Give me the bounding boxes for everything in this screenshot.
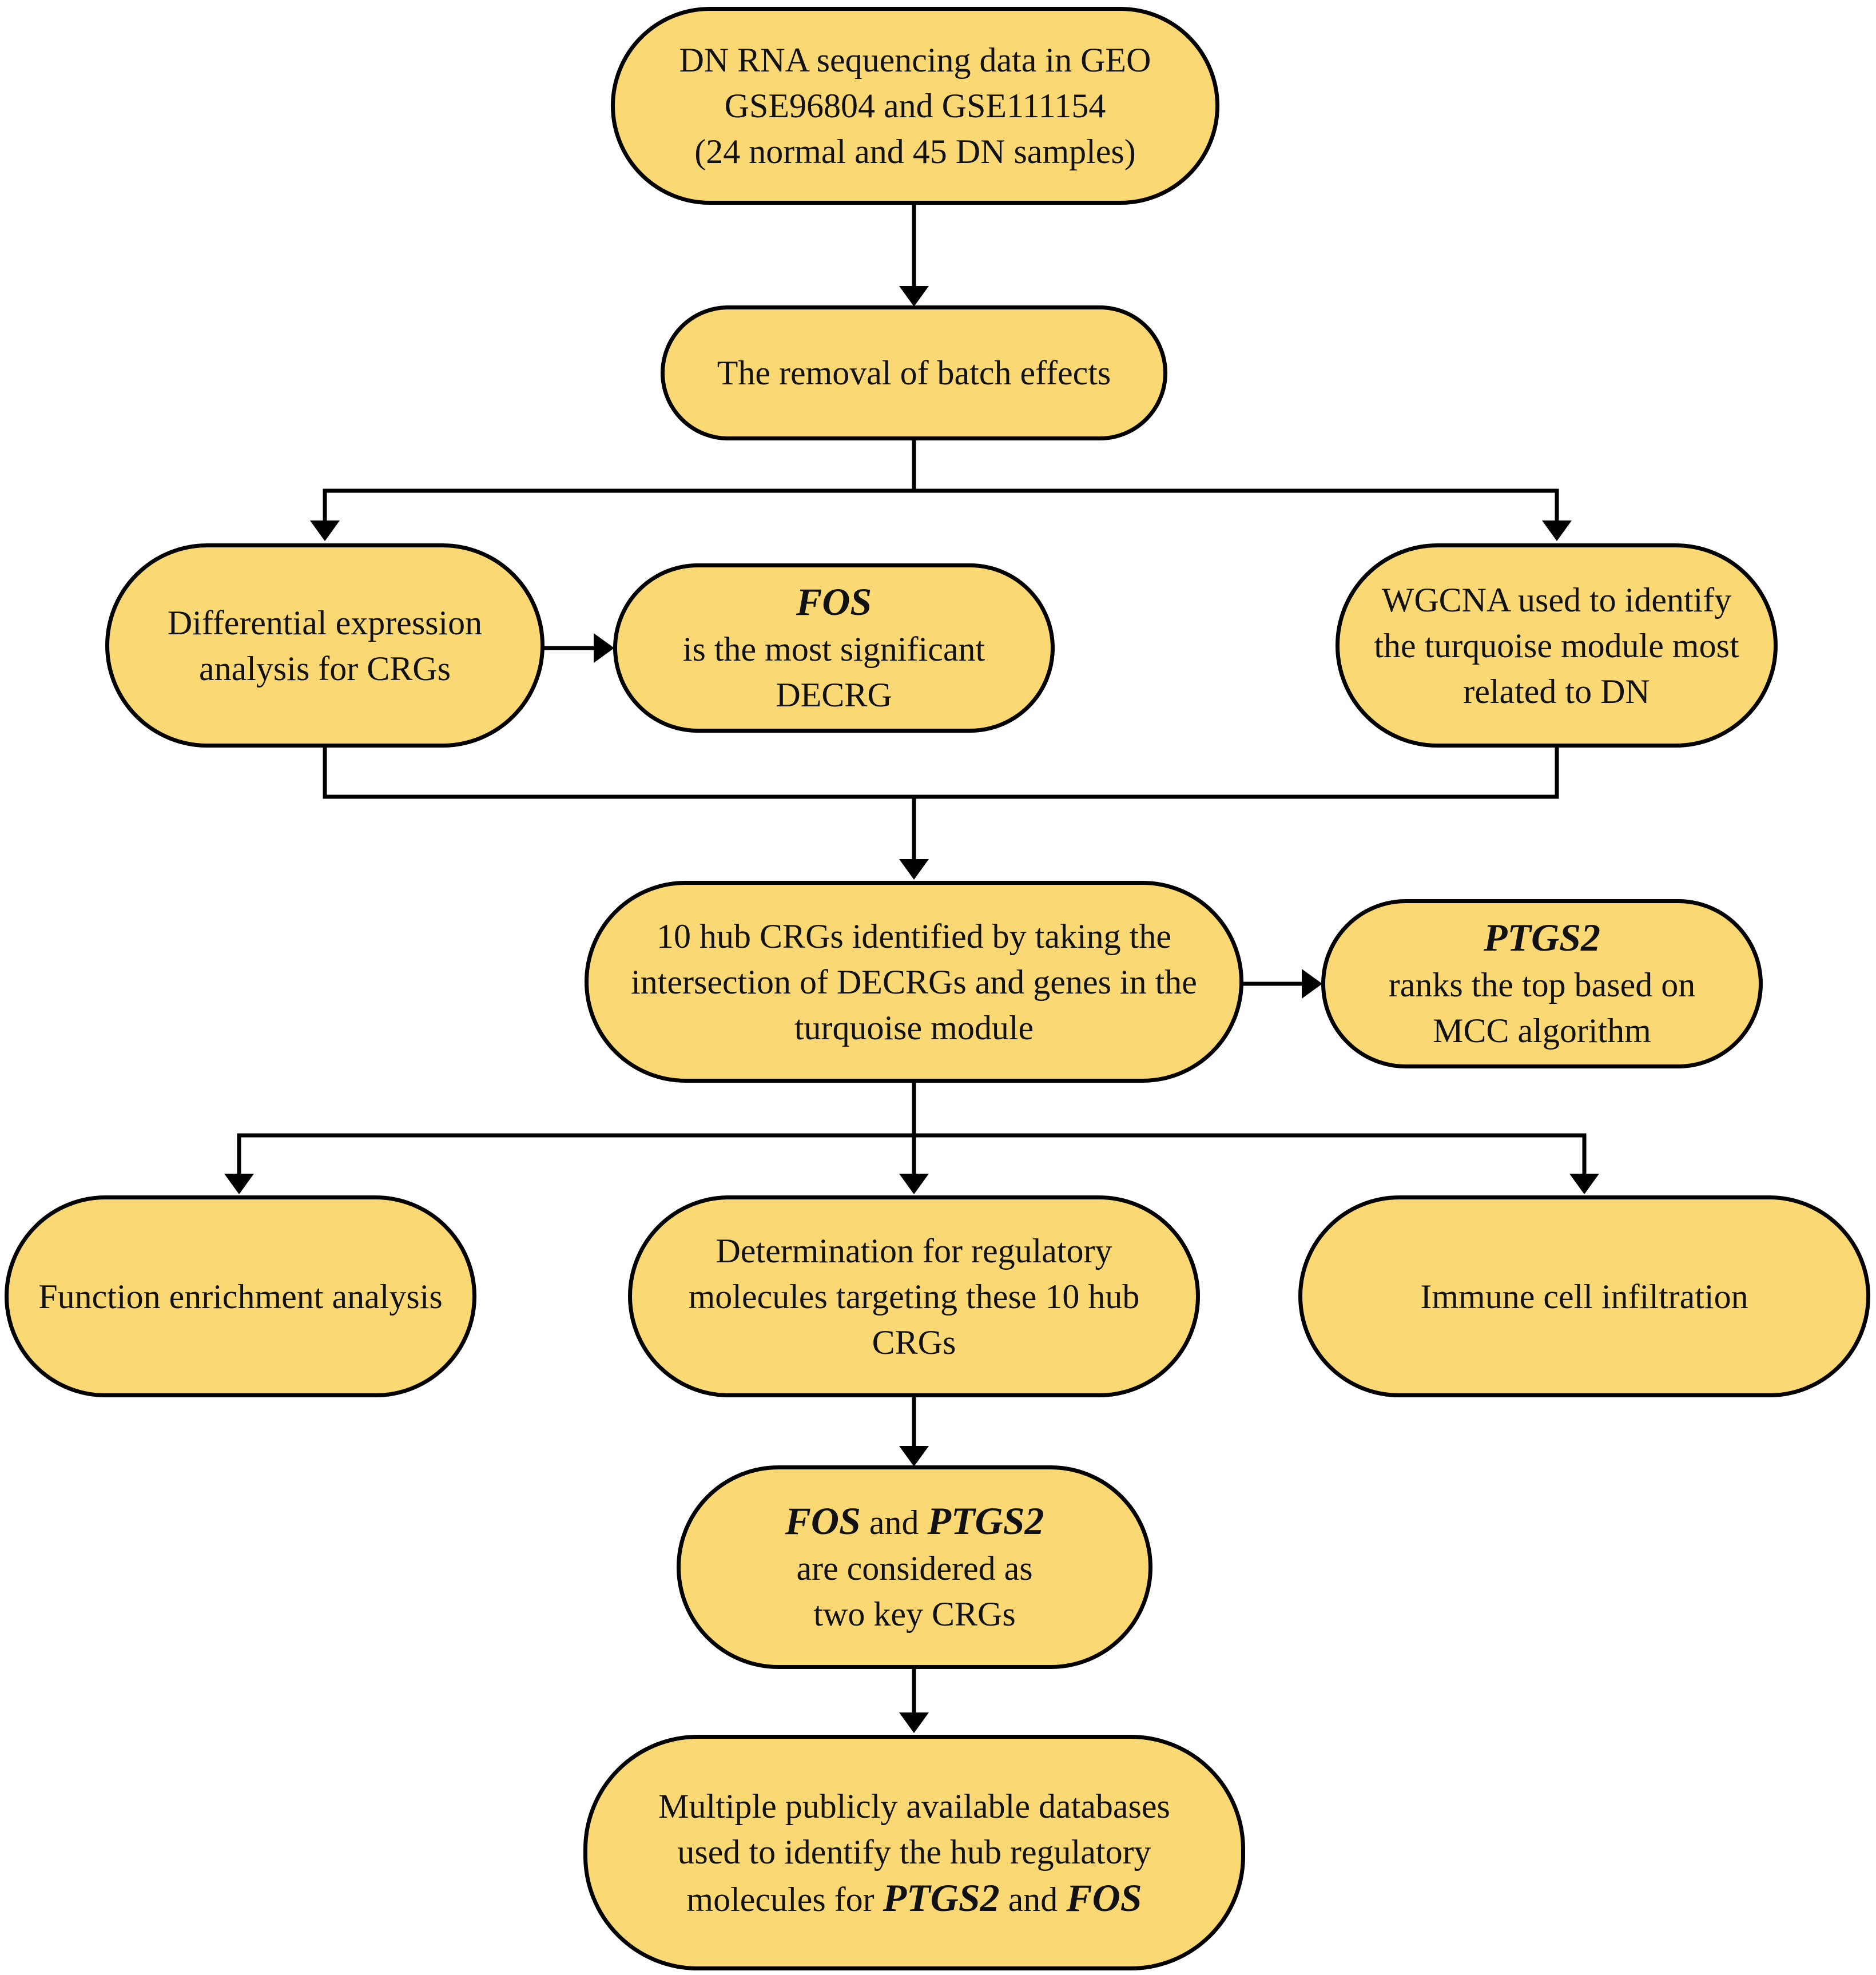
node-fos-significant-line3: DECRG [776, 675, 892, 714]
connector-hub-split [237, 1133, 1587, 1184]
node-ptgs2-rank-line3: MCC algorithm [1433, 1011, 1651, 1050]
node-function-enrichment: Function enrichment analysis [5, 1195, 476, 1397]
node-batch-removal-line1: The removal of batch effects [717, 354, 1111, 392]
node-source-data: DN RNA sequencing data in GEO GSE96804 a… [611, 7, 1219, 205]
node-key-crgs-gene2: PTGS2 [927, 1499, 1044, 1543]
arrowhead-databases [899, 1712, 929, 1733]
arrowhead-batch [899, 286, 929, 307]
node-regulatory-molecules-line1: Determination for regulatory [716, 1231, 1112, 1270]
arrowhead-wgcna [1542, 520, 1572, 541]
node-key-crgs-conj: and [860, 1503, 928, 1541]
node-ptgs2-rank-gene: PTGS2 [1484, 915, 1600, 959]
node-batch-removal: The removal of batch effects [661, 305, 1167, 440]
node-key-crgs-line2: are considered as [796, 1549, 1033, 1587]
node-wgcna: WGCNA used to identify the turquoise mod… [1336, 543, 1778, 748]
node-hub-crgs-line2: intersection of DECRGs and genes in the [631, 963, 1197, 1001]
node-wgcna-line1: WGCNA used to identify [1381, 581, 1732, 619]
node-databases: Multiple publicly available databases us… [583, 1735, 1245, 1970]
node-databases-line3: molecules for PTGS2 and FOS [686, 1875, 1142, 1922]
arrowhead-function [224, 1174, 254, 1194]
connector-batch-split [323, 488, 1559, 498]
node-key-crgs-line3: two key CRGs [813, 1595, 1016, 1633]
node-hub-crgs-line1: 10 hub CRGs identified by taking the [657, 917, 1171, 955]
arrowhead-key [899, 1446, 929, 1467]
node-diff-expression: Differential expression analysis for CRG… [105, 543, 544, 748]
arrowhead-regulatory [899, 1174, 929, 1194]
arrowhead-diff-expression [310, 520, 340, 541]
node-regulatory-molecules-line3: CRGs [872, 1323, 956, 1361]
node-databases-gene1: PTGS2 [883, 1875, 1000, 1920]
node-regulatory-molecules-line2: molecules targeting these 10 hub [688, 1277, 1140, 1316]
node-function-enrichment-line1: Function enrichment analysis [38, 1277, 443, 1316]
node-databases-gene2: FOS [1066, 1875, 1142, 1920]
node-source-data-line2: GSE96804 and GSE111154 [724, 87, 1106, 125]
node-diff-expression-line1: Differential expression [167, 603, 483, 642]
arrowhead-immune [1569, 1174, 1599, 1194]
node-ptgs2-rank-line2: ranks the top based on [1388, 965, 1696, 1004]
node-wgcna-line2: the turquoise module most [1374, 626, 1739, 665]
node-wgcna-line3: related to DN [1463, 672, 1650, 710]
node-fos-significant-gene: FOS [796, 579, 872, 623]
node-ptgs2-rank: PTGS2 ranks the top based on MCC algorit… [1321, 899, 1763, 1068]
node-immune-infiltration-line1: Immune cell infiltration [1420, 1277, 1748, 1316]
node-source-data-line1: DN RNA sequencing data in GEO [679, 41, 1151, 79]
arrowhead-hub [899, 859, 929, 880]
node-key-crgs: FOS and PTGS2 are considered as two key … [677, 1465, 1152, 1669]
arrowhead-fos [594, 633, 614, 663]
connector-merge [323, 748, 1559, 799]
node-key-crgs-line1: FOS and PTGS2 [785, 1498, 1044, 1545]
node-diff-expression-line2: analysis for CRGs [199, 649, 451, 688]
node-source-data-line3: (24 normal and 45 DN samples) [694, 133, 1136, 170]
node-databases-conj: and [999, 1880, 1067, 1918]
node-immune-infiltration: Immune cell infiltration [1298, 1195, 1870, 1397]
node-hub-crgs-line3: turquoise module [794, 1008, 1034, 1047]
node-databases-line1: Multiple publicly available databases [658, 1787, 1170, 1825]
node-hub-crgs: 10 hub CRGs identified by taking the int… [585, 881, 1243, 1083]
arrowhead-ptgs2 [1302, 969, 1322, 999]
node-fos-significant-line2: is the most significant [682, 630, 985, 668]
node-databases-line2: used to identify the hub regulatory [677, 1833, 1151, 1871]
node-databases-line3-prefix: molecules for [686, 1880, 883, 1918]
node-fos-significant: FOS is the most significant DECRG [613, 563, 1055, 733]
node-regulatory-molecules: Determination for regulatory molecules t… [628, 1195, 1200, 1397]
node-key-crgs-gene1: FOS [785, 1499, 861, 1543]
